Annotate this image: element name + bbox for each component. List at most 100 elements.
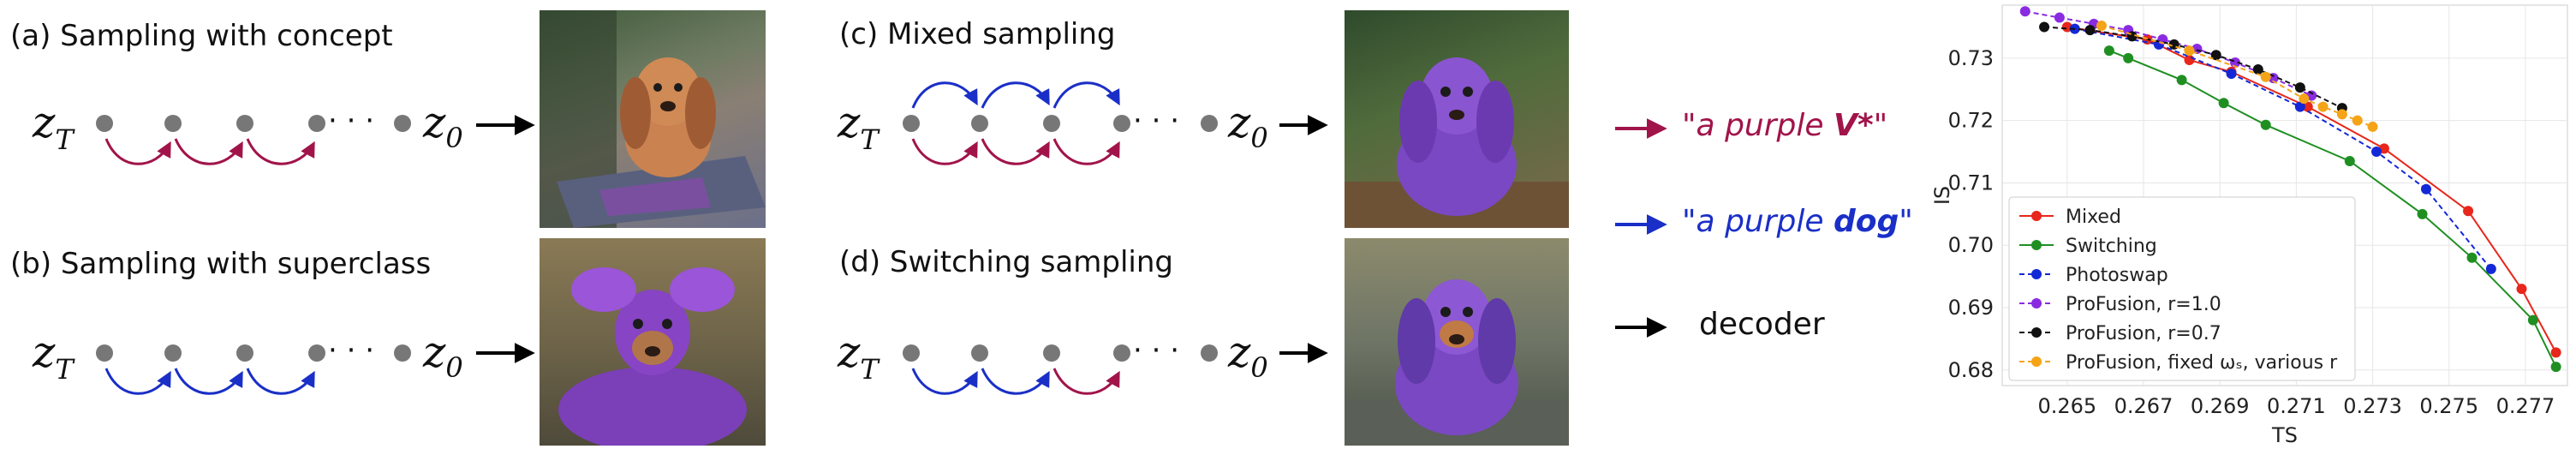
x-tick-label: 0.277 [2496, 394, 2555, 418]
output-image-switching-sampling [1345, 238, 1569, 446]
output-image-concept-dog [540, 10, 766, 228]
data-point [2218, 98, 2229, 109]
arrow-legend-swatches [1615, 118, 1667, 338]
superclass-step-arrow [981, 81, 1050, 109]
data-point [2371, 147, 2382, 158]
z-T-label: zT [32, 98, 75, 156]
z-T-label: zT [837, 327, 880, 386]
legend-swatch-marker [2031, 211, 2042, 221]
z-0-label: z0 [1227, 327, 1268, 384]
z-T-label: zT [32, 327, 75, 386]
y-axis-label: IS [1934, 186, 1954, 205]
data-point [2176, 75, 2187, 86]
chain-node [308, 115, 325, 132]
z-0-label: z0 [422, 98, 463, 154]
x-tick-label: 0.267 [2114, 394, 2174, 418]
legend-label: Mixed [2066, 207, 2121, 228]
concept-step-arrow [246, 138, 315, 165]
legend-label: Switching [2066, 236, 2157, 257]
legend-label: ProFusion, r=0.7 [2066, 323, 2221, 344]
chain-node [1113, 115, 1130, 132]
y-tick-label: 0.73 [1948, 46, 1994, 70]
z-T-label: zT [837, 98, 880, 156]
data-point [2417, 208, 2428, 219]
data-point [2260, 119, 2271, 130]
chain-node [903, 115, 920, 132]
superclass-step-arrow [174, 368, 243, 395]
panel-d-title: (d) Switching sampling [839, 245, 1173, 279]
data-point [2096, 21, 2107, 32]
data-point [2294, 82, 2305, 93]
legend-swatch-marker [2031, 269, 2042, 279]
data-point [2367, 121, 2378, 132]
chain-node [164, 115, 182, 132]
data-point [2485, 263, 2496, 274]
chain-b: zT · · · z0 [32, 327, 535, 395]
superclass-step-arrow [911, 368, 978, 395]
x-tick-label: 0.271 [2267, 394, 2326, 418]
concept-step-arrow [981, 138, 1050, 165]
legend-label: Photoswap [2066, 265, 2168, 286]
chain-node [1043, 115, 1060, 132]
chain-node [394, 115, 411, 132]
data-point [2260, 71, 2271, 82]
concept-step-arrow [911, 138, 978, 165]
z-0-label: z0 [422, 327, 463, 384]
data-point [2344, 155, 2355, 166]
data-point [2184, 55, 2195, 66]
y-tick-label: 0.68 [1948, 358, 1994, 382]
chain-node [96, 115, 113, 132]
data-point [2184, 45, 2195, 57]
chain-ellipsis: · · · [1133, 333, 1179, 368]
legend-swatch-marker [2031, 298, 2042, 308]
superclass-step-arrow [1052, 81, 1120, 109]
chain-node [236, 344, 253, 362]
chain-ellipsis: · · · [1133, 104, 1179, 138]
concept-step-arrow [104, 138, 171, 165]
superclass-step-arrow [981, 368, 1050, 395]
chain-ellipsis: · · · [328, 333, 374, 368]
chain-node [1043, 344, 1060, 362]
legend-label: ProFusion, fixed ωₛ, various r [2066, 352, 2338, 374]
data-point [2463, 206, 2474, 217]
chain-node [1201, 115, 1218, 132]
data-point [2317, 101, 2329, 112]
legend-swatch-marker [2031, 327, 2042, 338]
series-line [2101, 25, 2373, 128]
y-tick-label: 0.72 [1948, 109, 1994, 133]
superclass-step-arrow [104, 368, 171, 395]
legend-box [2008, 196, 2356, 381]
data-point [2299, 93, 2310, 105]
superclass-step-arrow [246, 368, 315, 395]
legend-swatch-marker [2031, 240, 2042, 250]
concept-step-arrow [1052, 368, 1120, 395]
chain-node [971, 115, 988, 132]
data-point [2054, 12, 2065, 23]
data-point [2226, 69, 2237, 80]
sampling-chains-diagram: zT · · · z0 zT · · · z0 zT · · · [32, 81, 1285, 395]
x-tick-label: 0.269 [2191, 394, 2250, 418]
concept-prompt-label: "a purple V*" [1682, 108, 1888, 143]
chain-node [394, 344, 411, 362]
x-tick-label: 0.275 [2419, 394, 2478, 418]
panel-a-title: (a) Sampling with concept [10, 19, 393, 53]
chain-node [96, 344, 113, 362]
legend-swatch-marker [2031, 356, 2042, 367]
data-point [2336, 109, 2347, 120]
chain-node [308, 344, 325, 362]
data-point [2550, 362, 2561, 373]
data-point [2294, 101, 2305, 112]
chain-a: zT · · · z0 [32, 98, 535, 165]
output-image-superclass-dog [540, 238, 766, 446]
series-line [2044, 26, 2343, 109]
chain-node [903, 344, 920, 362]
chain-node [164, 344, 182, 362]
output-image-mixed-sampling [1345, 10, 1569, 228]
chain-node [971, 344, 988, 362]
y-tick-label: 0.71 [1948, 171, 1994, 195]
y-tick-label: 0.69 [1948, 296, 1994, 320]
y-tick-label: 0.70 [1948, 233, 1994, 257]
concept-step-arrow [1052, 138, 1120, 165]
data-point [2550, 347, 2561, 358]
